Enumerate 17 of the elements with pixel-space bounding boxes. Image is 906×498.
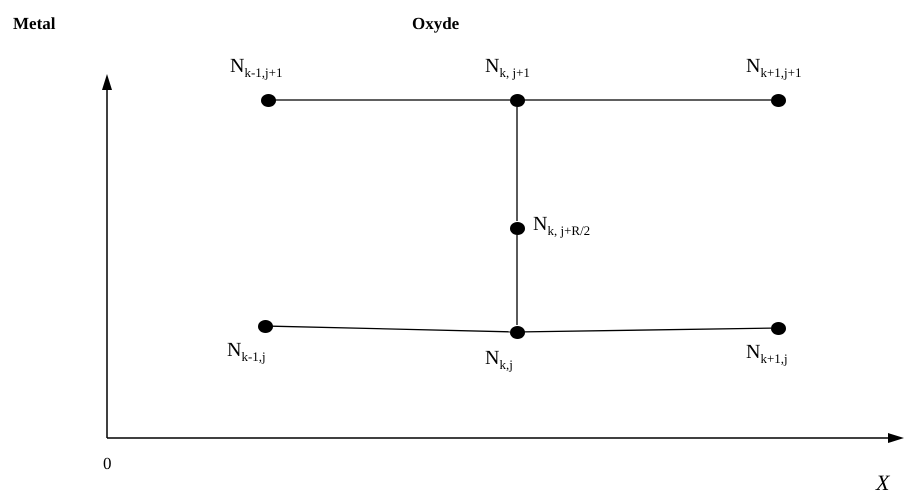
node-label: N$_{k-1,j+1}$ <box>230 56 282 79</box>
grid-line <box>272 326 510 332</box>
axis-label: X <box>876 470 890 496</box>
node-label: N$_{k, j+1}$ <box>485 56 530 79</box>
grid-line <box>516 235 518 325</box>
axis-title: Metal <box>13 14 56 34</box>
region-title: Oxyde <box>412 14 460 34</box>
grid-line <box>516 107 518 221</box>
origin-label: 0 <box>103 454 112 474</box>
grid-line <box>275 99 510 101</box>
node-label: N$_{k+1,j+1}$ <box>746 56 802 79</box>
node-label: N$_{k,j}$ <box>485 348 513 371</box>
node-label: N$_{k+1,j}$ <box>746 342 788 365</box>
node-label: N$_{k, j+R/2}$ <box>533 214 590 237</box>
grid-line <box>524 327 771 333</box>
node-label: N$_{k-1,j}$ <box>227 340 266 363</box>
grid-line <box>524 99 771 101</box>
